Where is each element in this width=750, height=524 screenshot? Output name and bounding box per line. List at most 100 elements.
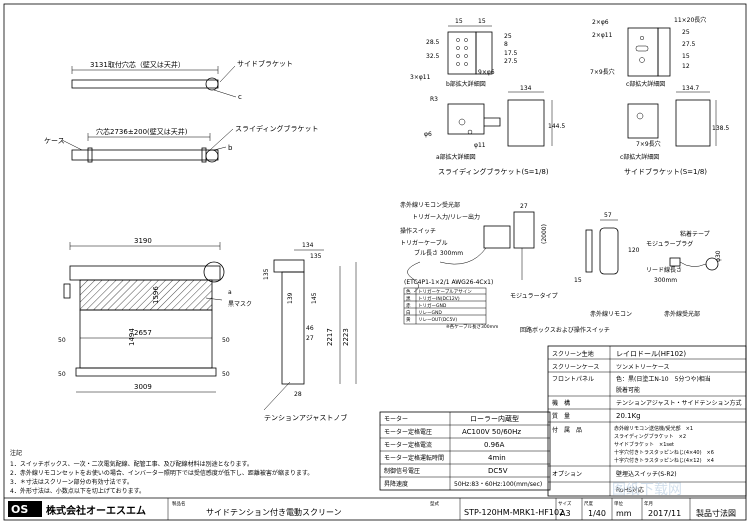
doc-title: 製品寸法図 [696, 508, 736, 518]
dim-134: 134 [520, 85, 532, 92]
unit: mm [616, 509, 632, 518]
spec-cell: 赤外線リモコン送信機/受光部 ×1 [614, 425, 693, 432]
product-label: 製品名 [172, 500, 186, 507]
dim-50a: 50 [58, 337, 66, 344]
c-2xphi6: 2×φ6 [592, 19, 609, 26]
c-dim-138-5: 138.5 [712, 125, 729, 132]
dim-17-5: 17.5 [504, 50, 518, 57]
scale-label: 尺度 [584, 500, 593, 507]
dim-3190: 3190 [134, 237, 152, 245]
dim-134-side: 134 [302, 242, 314, 249]
spec-cell: ツンメトリーケース [616, 364, 670, 371]
side-bracket-caption: サイドブラケット(S=1/8) [624, 167, 707, 176]
product-name: サイドテンション付き電動スクリーン [206, 507, 342, 517]
c-dim-134-7: 134.7 [682, 85, 699, 92]
sliding-bracket-label: スライディングブラケット [235, 124, 319, 133]
company-logo: OS [8, 501, 42, 517]
spec-cell: オプション [552, 471, 582, 478]
size-label: サイズ [558, 500, 572, 507]
case-label: ケース [44, 137, 65, 145]
wire-cell: トリガーIN(DC12V) [418, 295, 460, 302]
spec-cell: 機 構 [552, 399, 570, 407]
spec-cell: モーター [384, 415, 408, 423]
dim-15b: 15 [478, 18, 486, 25]
spec-cell: 20.1Kg [616, 412, 641, 420]
dim-139: 139 [287, 292, 294, 304]
label-a: a [228, 289, 232, 296]
scale: 1/40 [588, 509, 606, 518]
c-dim-15: 15 [682, 53, 690, 60]
dim-135: 135 [310, 253, 322, 260]
wire-cell: トリガーGND [418, 302, 447, 309]
phi11-label: φ11 [474, 142, 486, 149]
spec-cell: モーター定格電圧 [384, 428, 432, 436]
remote-d: 15 [574, 277, 582, 284]
dim-2223: 2223 [342, 328, 350, 346]
modular-type-label: モジュラータイプ [510, 292, 558, 300]
spec-cell: 質 量 [552, 412, 570, 420]
detail-a-title: a部拡大詳細図 [436, 153, 476, 161]
spec-cell: フロントパネル [552, 376, 594, 383]
dim-2657: 2657 [134, 329, 152, 337]
dim-50b: 50 [58, 371, 66, 378]
detail-b: 15 15 28.5 32.5 25 8 17.5 27.5 3×φ11 9×φ… [410, 18, 565, 176]
dim-50c: 50 [222, 337, 230, 344]
detail-c-title: c部拡大詳細図 [626, 80, 665, 88]
phi30: φ30 [715, 250, 722, 262]
holes-9xphi6: 9×φ6 [478, 69, 495, 76]
screen-area [79, 309, 213, 369]
dim-15a: 15 [455, 18, 463, 25]
ir-receiver-label: 赤外線リモコン受光部 [400, 201, 460, 209]
dim-46: 46 [306, 325, 314, 332]
dim-27: 27 [306, 335, 314, 342]
spec-cell: 十字穴付きトラスタッピンねじ(4×12) ×4 [614, 457, 714, 464]
dim-32-5: 32.5 [426, 53, 440, 60]
note-item: 4．外形寸法は、小数点以下を切上げております。 [10, 487, 145, 495]
c-slot-7x9-2: 7×9長穴 [636, 140, 661, 148]
r3-label: R3 [430, 96, 438, 103]
mount-dim-label: 3131取付穴芯（壁又は天井） [90, 60, 185, 69]
ir-remote-caption: 赤外線リモコン [590, 310, 632, 318]
dim-1494: 1494 [128, 328, 136, 346]
sliding-bracket-caption: スライディングブラケット(S=1/8) [438, 167, 549, 176]
marker-b: b [228, 144, 233, 152]
spec-cell: 50Hz:83・60Hz:100(mm/sec) [454, 481, 542, 488]
junction-box [483, 225, 511, 249]
hole-dim-label: 穴芯2736±200(壁又は天井) [96, 127, 188, 136]
modular-plug-label: モジュラープラグ [646, 240, 693, 248]
note-item: 2．赤外線リモコンセットをお使いの場合、インバーター照明下では受信感度が低下し、… [10, 469, 313, 477]
dim-1596: 1596 [152, 286, 160, 304]
top-view-side-bracket: 3131取付穴芯（壁又は天井） サイドブラケット c [71, 59, 293, 101]
svg-text:OS: OS [11, 503, 28, 516]
unit-label: 単位 [614, 500, 623, 507]
watermark: 图纸下载网 [612, 482, 682, 498]
ir-receiver-unit [705, 257, 719, 271]
wire-cell: リレーGND [418, 310, 442, 316]
spec-cell: RoHS対応 [616, 486, 644, 494]
ir-remote [599, 227, 619, 275]
sheet-border [3, 3, 747, 521]
model-number: STP-120HM-MRK1-HF102 [464, 508, 564, 517]
dim-27-box: 27 [520, 203, 528, 210]
spec-cell: テンションアジャスト・サイドテンション方式 [616, 399, 741, 407]
marker-c: c [238, 93, 242, 101]
c-dim-12: 12 [682, 63, 690, 70]
spec-cell: 十字穴付きトラスタッピンねじ(4×40) ×6 [614, 449, 714, 456]
connector-note: (ETC4P1-1×2/1 AWG26-4Cx1) [404, 279, 493, 286]
wire-cell: 赤 [406, 303, 411, 309]
spec-cell: モーター定格運転時間 [384, 454, 444, 462]
spec-cell: 色：黒(日塗工N-10 5分つや)相当 [616, 375, 711, 383]
dim-25: 25 [504, 33, 512, 40]
dim-135-v: 135 [263, 268, 270, 280]
remote-h: 120 [628, 247, 640, 254]
detail-c: 2×φ6 2×φ11 11×20長穴 7×9長穴 25 27.5 15 12 c… [590, 16, 729, 176]
c-dim-25: 25 [682, 29, 690, 36]
title-block: OS 株式会社オーエスエム 製品名 サイドテンション付き電動スクリーン 型式 S… [4, 482, 746, 520]
remote-w: 57 [604, 212, 612, 219]
spec-cell: DC5V [488, 467, 508, 475]
adhesive-tape-label: 粘着テープ [680, 230, 710, 238]
dim-2000: (2000) [541, 224, 548, 244]
detail-c-title-2: c部拡大詳細図 [620, 153, 659, 161]
spec-cell: スライディングブラケット ×2 [614, 433, 686, 440]
